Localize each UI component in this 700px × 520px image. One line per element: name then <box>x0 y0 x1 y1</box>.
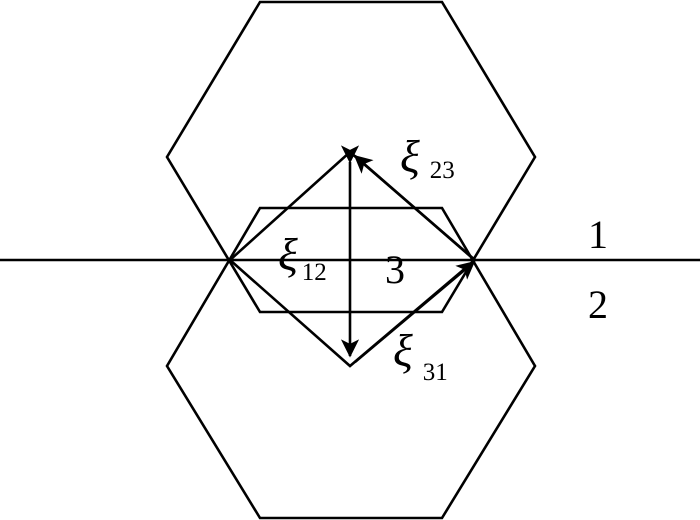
region-label-3: 3 <box>385 247 405 292</box>
region-label-1: 1 <box>588 212 608 257</box>
label-xi-31: ξ 31 <box>393 325 448 386</box>
region-label-2: 2 <box>588 282 608 327</box>
upper-hexagon <box>165 0 537 314</box>
label-xi-12: ξ 12 <box>278 229 327 286</box>
label-xi-23: ξ 23 <box>400 131 455 184</box>
vector-xi-23 <box>353 155 471 257</box>
vector-xi-31 <box>354 261 476 363</box>
lower-hexagon <box>165 206 537 520</box>
inner-rhombus <box>228 150 477 368</box>
